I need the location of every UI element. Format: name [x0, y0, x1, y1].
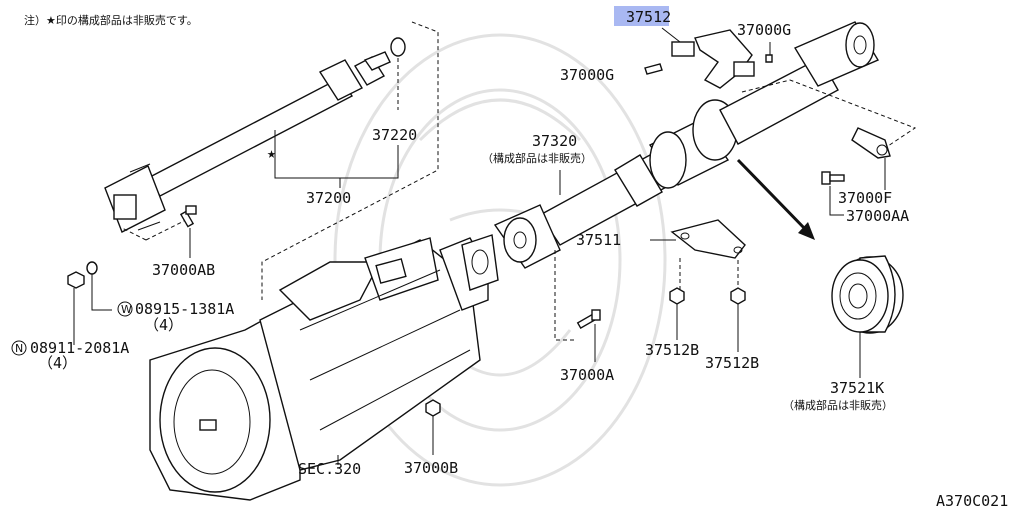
prefix-w: W	[121, 303, 132, 316]
label-08911[interactable]: 08911-2081A	[30, 339, 129, 357]
bolt-37000AA[interactable]	[821, 171, 845, 185]
washer-08915[interactable]	[86, 261, 98, 275]
bolt-37000A[interactable]	[576, 309, 601, 330]
detail-arrow	[736, 158, 815, 240]
bolt-37000AB[interactable]	[179, 205, 197, 228]
label-37000G-left[interactable]: 37000G	[560, 66, 614, 84]
prefix-n: N	[15, 342, 23, 355]
diagram-code: A370C021	[936, 492, 1008, 510]
label-37000A[interactable]: 37000A	[560, 366, 614, 384]
propeller-shaft-37200[interactable]	[104, 51, 391, 233]
bracket-37512[interactable]	[671, 29, 755, 89]
bolt-37000G-top[interactable]	[765, 54, 773, 63]
nut-37512B-right[interactable]	[730, 287, 746, 305]
bolt-37000G-left[interactable]	[644, 63, 663, 75]
star-mark: ★	[267, 144, 276, 162]
propeller-shaft-37320[interactable]	[493, 21, 880, 269]
washer-prefix-circle	[117, 301, 133, 317]
label-sec320[interactable]: SEC.320	[298, 460, 361, 478]
label-37000F[interactable]: 37000F	[838, 189, 892, 207]
label-37000B[interactable]: 37000B	[404, 459, 458, 477]
nut-08911[interactable]	[67, 271, 85, 289]
flange-yoke[interactable]	[461, 234, 499, 291]
nut-prefix-circle	[11, 340, 27, 356]
label-37512B-left[interactable]: 37512B	[645, 341, 699, 359]
label-37511[interactable]: 37511	[576, 231, 621, 249]
label-37521K-sub: （構成部品は非販売）	[783, 398, 893, 412]
label-08911-qty: （4）	[38, 354, 77, 372]
nut-37512B-left[interactable]	[669, 287, 685, 305]
label-37320-sub: （構成部品は非販売）	[482, 151, 592, 165]
label-37512-highlighted[interactable]: 37512	[626, 8, 671, 26]
bracket-37000F[interactable]	[851, 127, 891, 159]
label-37512B-right[interactable]: 37512B	[705, 354, 759, 372]
ring-37220-shape[interactable]	[390, 37, 406, 57]
label-37000G-top[interactable]: 37000G	[737, 21, 791, 39]
center-bearing-37521K[interactable]	[831, 255, 904, 334]
bracket-37511[interactable]	[670, 219, 746, 259]
label-37220[interactable]: 37220	[372, 126, 417, 144]
label-37000AB[interactable]: 37000AB	[152, 261, 215, 279]
note-text: 注）★印の構成部品は非販売です。	[24, 13, 198, 27]
nut-37000B[interactable]	[425, 399, 441, 417]
label-08915-qty: （4）	[144, 316, 183, 334]
transmission-sec320[interactable]	[149, 237, 489, 501]
label-37000AA[interactable]: 37000AA	[846, 207, 909, 225]
highlight-37512	[614, 6, 669, 26]
label-37320[interactable]: 37320	[532, 132, 577, 150]
label-08915[interactable]: 08915-1381A	[135, 300, 234, 318]
label-37200[interactable]: 37200	[306, 189, 351, 207]
label-37521K[interactable]: 37521K	[830, 379, 884, 397]
